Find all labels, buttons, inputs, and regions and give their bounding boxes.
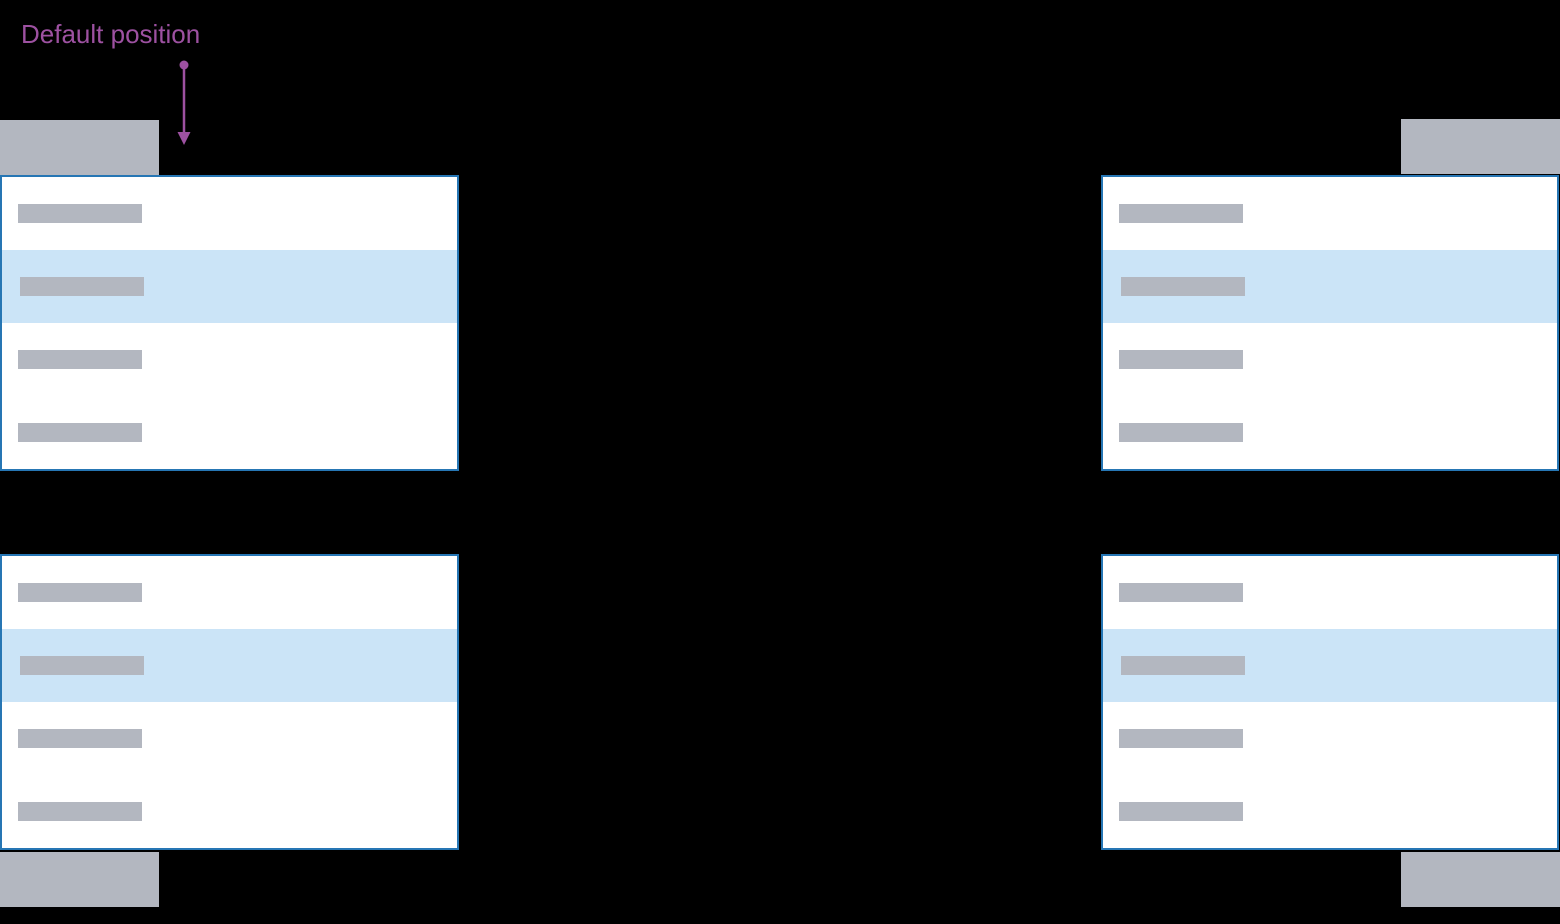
menu-item-default[interactable] xyxy=(2,702,457,775)
menu-item-default[interactable] xyxy=(1103,177,1557,250)
menu-item-hover[interactable] xyxy=(1103,629,1557,702)
menu-item-default[interactable] xyxy=(2,177,457,250)
menu-item-default[interactable] xyxy=(1103,396,1557,469)
dropdown-trigger-bottom-left[interactable] xyxy=(0,852,159,907)
dropdown-menu-top-right xyxy=(1101,175,1559,471)
placeholder-text-bar xyxy=(18,350,142,369)
placeholder-text-bar xyxy=(1121,277,1245,296)
placeholder-text-bar xyxy=(1119,204,1243,223)
menu-item-default[interactable] xyxy=(1103,323,1557,396)
dropdown-menu-top-left xyxy=(0,175,459,471)
annotation-label: Default position xyxy=(21,19,201,49)
menu-item-default[interactable] xyxy=(1103,702,1557,775)
placeholder-text-bar xyxy=(1119,423,1243,442)
placeholder-text-bar xyxy=(1119,729,1243,748)
menu-item-hover[interactable] xyxy=(2,629,457,702)
menu-item-default[interactable] xyxy=(1103,556,1557,629)
placeholder-text-bar xyxy=(18,583,142,602)
menu-item-default[interactable] xyxy=(2,556,457,629)
menu-item-hover[interactable] xyxy=(2,250,457,323)
dropdown-menu-bottom-right xyxy=(1101,554,1559,850)
down-arrow-icon xyxy=(177,60,191,145)
placeholder-text-bar xyxy=(1119,802,1243,821)
dropdown-trigger-bottom-right[interactable] xyxy=(1401,852,1560,907)
placeholder-text-bar xyxy=(18,729,142,748)
dropdown-menu-bottom-left xyxy=(0,554,459,850)
placeholder-text-bar xyxy=(18,423,142,442)
placeholder-text-bar xyxy=(20,277,144,296)
menu-item-default[interactable] xyxy=(1103,775,1557,848)
placeholder-text-bar xyxy=(20,656,144,675)
placeholder-text-bar xyxy=(18,802,142,821)
menu-item-hover[interactable] xyxy=(1103,250,1557,323)
dropdown-trigger-top-left[interactable] xyxy=(0,120,159,175)
menu-item-default[interactable] xyxy=(2,775,457,848)
placeholder-text-bar xyxy=(1119,350,1243,369)
placeholder-text-bar xyxy=(18,204,142,223)
dropdown-trigger-top-right[interactable] xyxy=(1401,119,1560,174)
menu-item-default[interactable] xyxy=(2,396,457,469)
menu-item-default[interactable] xyxy=(2,323,457,396)
placeholder-text-bar xyxy=(1119,583,1243,602)
placeholder-text-bar xyxy=(1121,656,1245,675)
